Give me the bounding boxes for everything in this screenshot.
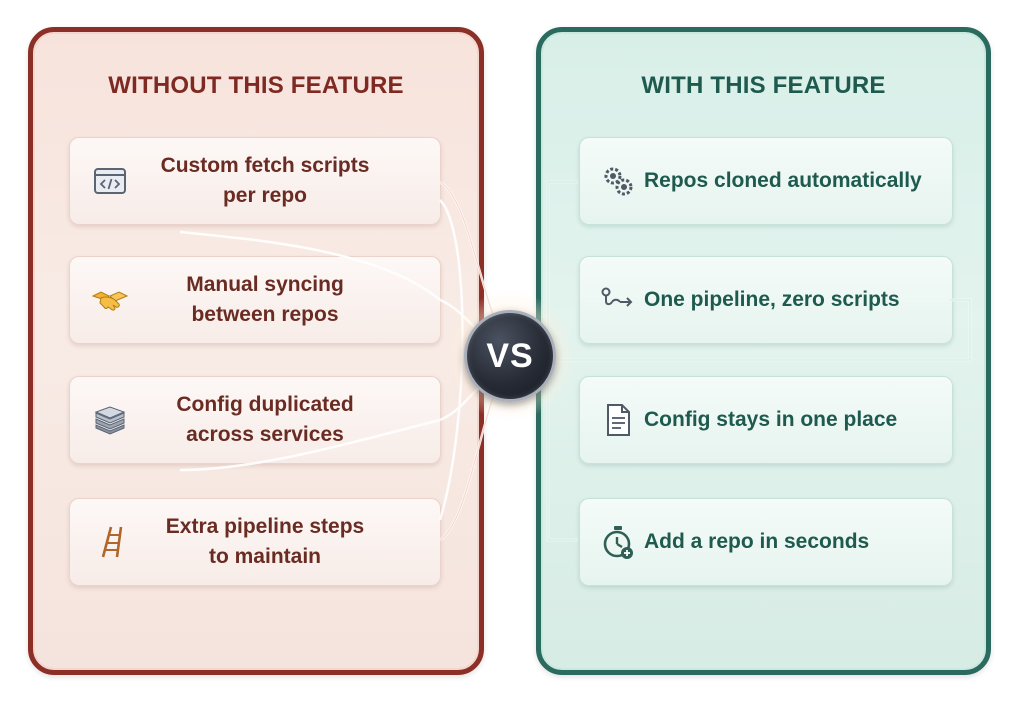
with-item-repos-cloned: Repos cloned automatically: [579, 137, 953, 225]
with-feature-title: WITH THIS FEATURE: [641, 72, 886, 99]
stacked-layers-icon: [90, 400, 130, 440]
with-item-label: Add a repo in seconds: [644, 530, 870, 553]
handshake-icon: [90, 280, 130, 320]
gears-icon: [598, 161, 638, 201]
without-feature-panel: WITHOUT THIS FEATURE Custom fetch script…: [28, 27, 484, 675]
pipeline-flow-icon: [598, 280, 638, 320]
document-icon: [598, 400, 638, 440]
with-item-one-pipeline: One pipeline, zero scripts: [579, 256, 953, 344]
with-item-label: One pipeline, zero scripts: [644, 288, 900, 311]
stopwatch-plus-icon: [598, 522, 638, 562]
vs-badge: VS: [464, 310, 556, 402]
with-feature-panel: WITH THIS FEATURE Repos cloned automatic…: [536, 27, 991, 675]
ladder-icon: [90, 522, 130, 562]
code-window-icon: [90, 161, 130, 201]
with-item-label: Repos cloned automatically: [644, 169, 922, 192]
with-item-config-one-place: Config stays in one place: [579, 376, 953, 464]
with-item-add-repo: Add a repo in seconds: [579, 498, 953, 586]
with-item-label: Config stays in one place: [644, 408, 898, 431]
without-feature-title: WITHOUT THIS FEATURE: [108, 72, 404, 99]
